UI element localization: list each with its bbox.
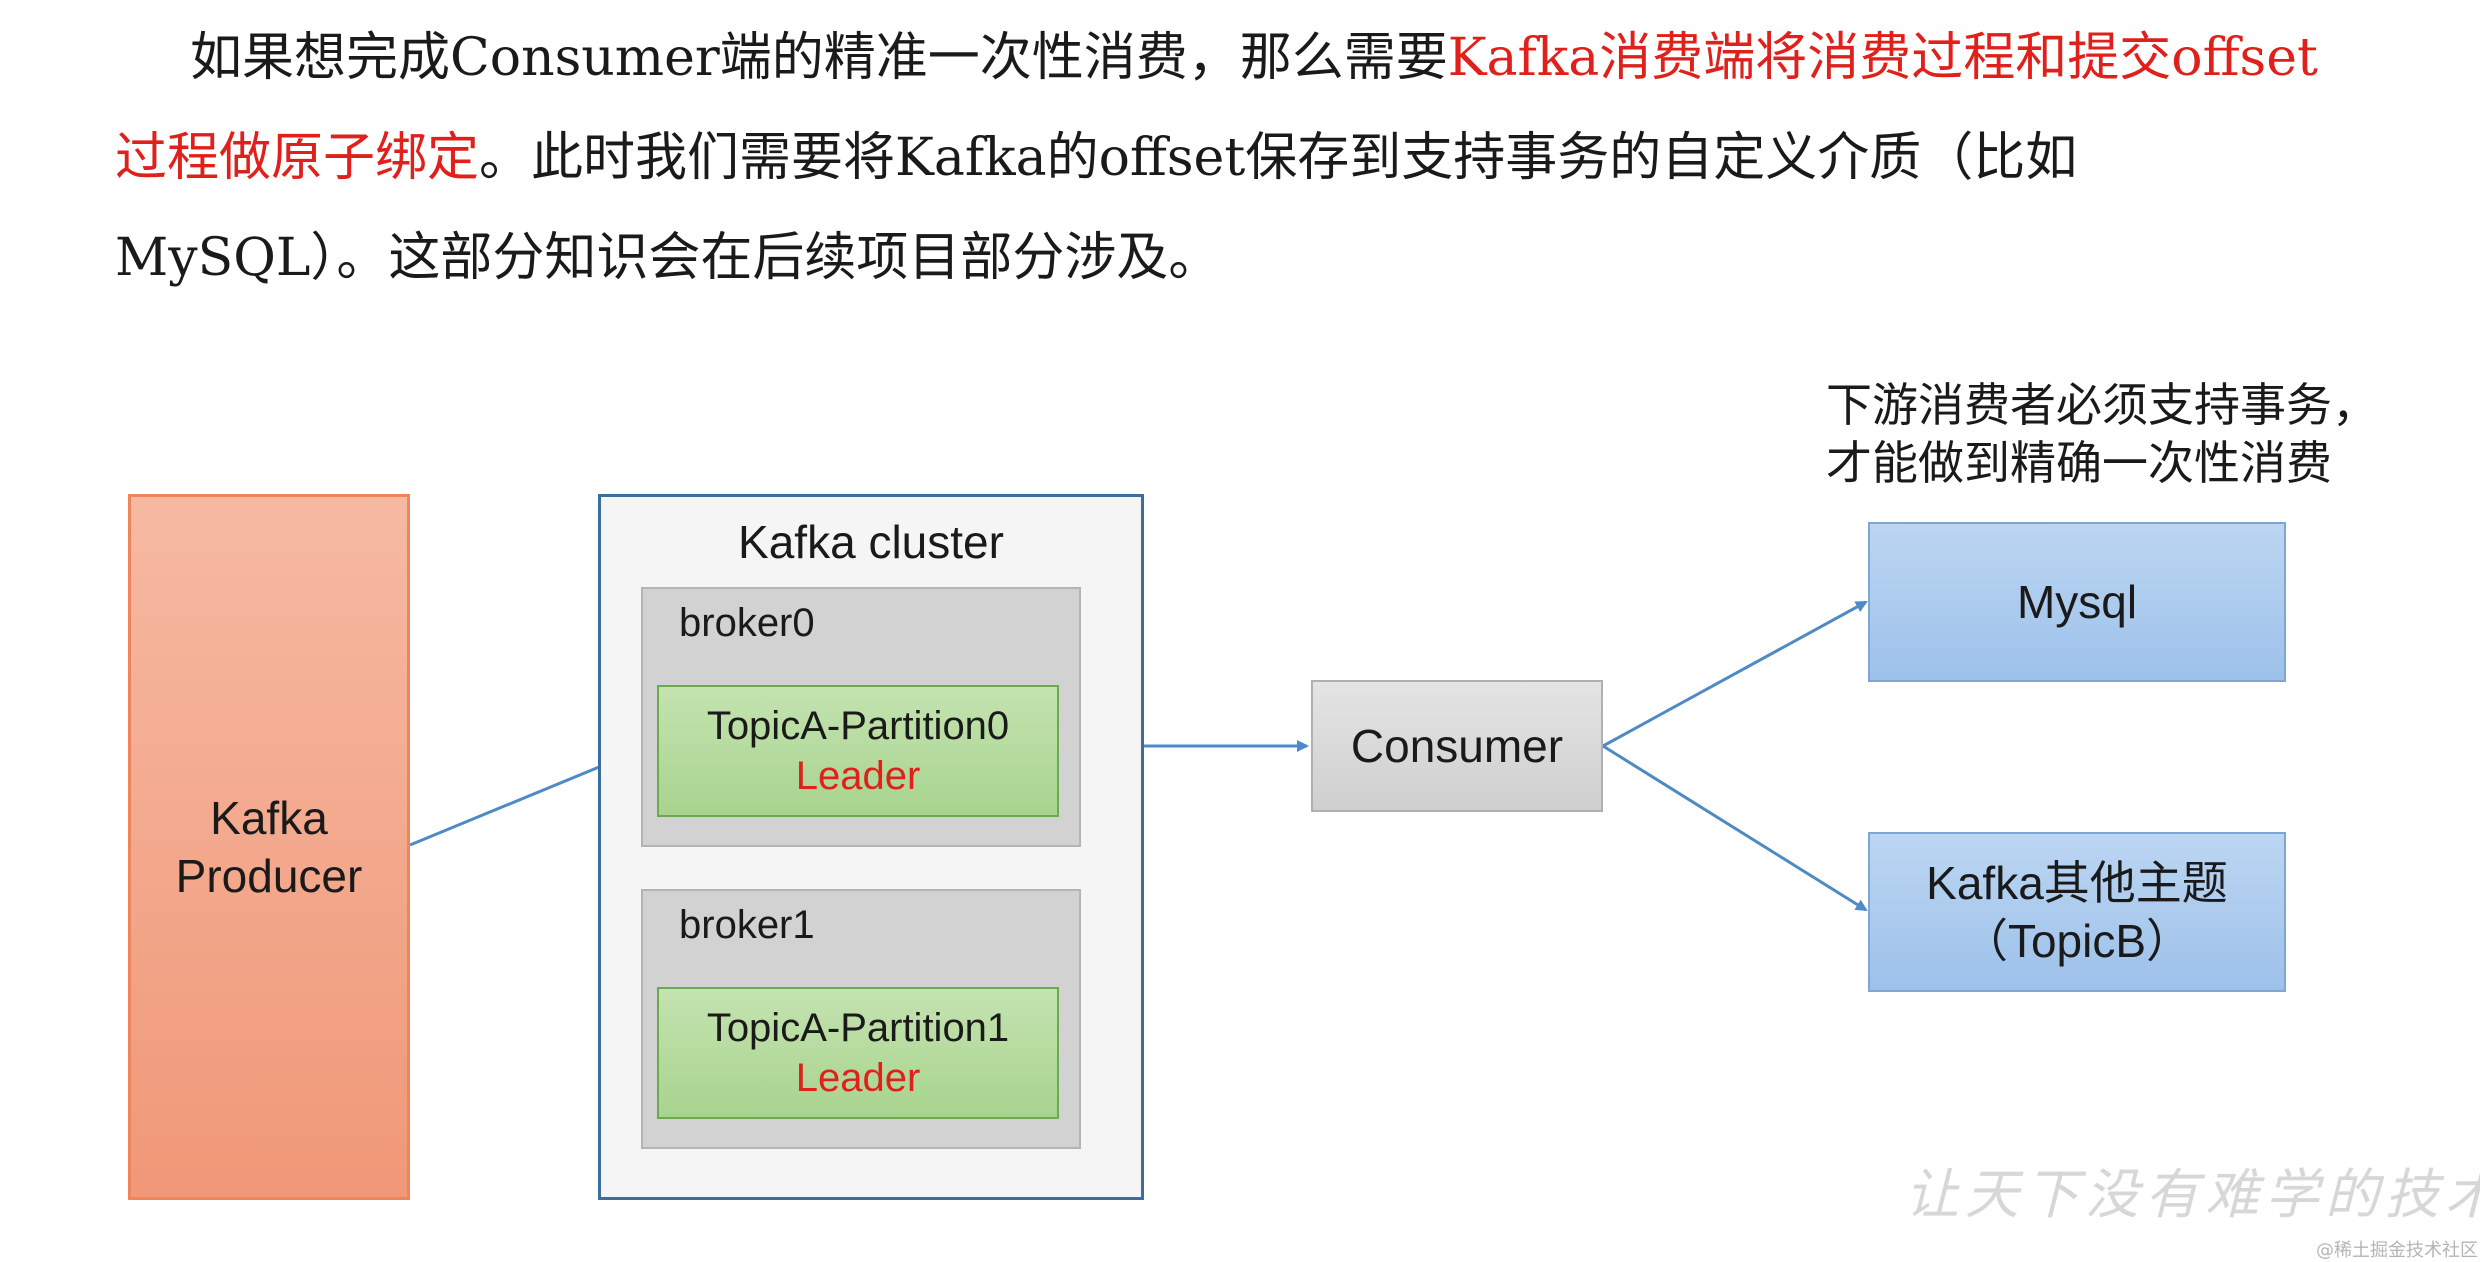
broker-box: broker0 TopicA-Partition0 Leader (641, 587, 1081, 847)
cluster-title: Kafka cluster (738, 516, 1004, 568)
note-line2: 才能做到精确一次性消费 (1826, 436, 2332, 490)
producer-label-line1: Kafka (210, 792, 328, 844)
paragraph-text: 。此时我们需要将Kafka的offset保存到支持事务的自定义介质（比如 (479, 128, 2078, 188)
paragraph-line-1: 如果想完成Consumer端的精准一次性消费，那么需要Kafka消费端将消费过程… (115, 8, 2375, 108)
consumer-box: Consumer (1311, 680, 1603, 812)
other-topic-box: Kafka其他主题 （TopicB） (1868, 832, 2286, 992)
broker-box: broker1 TopicA-Partition1 Leader (641, 889, 1081, 1149)
watermark-text: 让天下没有难学的技术 (1905, 1163, 2480, 1226)
leader-label: Leader (795, 1056, 921, 1100)
other-topic-label-line1: Kafka其他主题 (1926, 857, 2228, 909)
broker-label: broker1 (679, 903, 815, 947)
paragraph-text: MySQL）。这部分知识会在后续项目部分涉及。 (115, 228, 1221, 288)
highlight-text: 过程做原子绑定 (115, 128, 480, 188)
partition-label: TopicA-Partition0 (706, 704, 1010, 748)
consumer-label: Consumer (1350, 720, 1564, 772)
paragraph-line-3: MySQL）。这部分知识会在后续项目部分涉及。 (115, 208, 2375, 308)
arrow-consumer-to-mysql (1602, 600, 1868, 748)
credit-text: @稀土掘金技术社区 (2316, 1240, 2478, 1261)
partition-label: TopicA-Partition1 (706, 1006, 1010, 1050)
downstream-note: 下游消费者必须支持事务， 才能做到精确一次性消费 (1826, 376, 2378, 492)
paragraph-text: 如果想完成Consumer端的精准一次性消费，那么需要 (190, 28, 1448, 88)
other-topic-label-line2: （TopicB） (1961, 915, 2193, 967)
intro-paragraph: 如果想完成Consumer端的精准一次性消费，那么需要Kafka消费端将消费过程… (115, 8, 2375, 308)
partition-box: TopicA-Partition0 Leader (657, 685, 1059, 817)
partition-box: TopicA-Partition1 Leader (657, 987, 1059, 1119)
mysql-label: Mysql (2016, 576, 2138, 628)
highlight-text: Kafka消费端将消费过程和提交offset (1447, 28, 2318, 88)
arrow-consumer-to-topicb (1602, 744, 1868, 912)
kafka-producer-box: Kafka Producer (128, 494, 410, 1200)
producer-label-line2: Producer (175, 850, 363, 902)
mysql-box: Mysql (1868, 522, 2286, 682)
kafka-cluster-box: Kafka cluster broker0 TopicA-Partition0 … (598, 494, 1144, 1200)
note-line1: 下游消费者必须支持事务， (1826, 378, 2378, 432)
broker-label: broker0 (679, 601, 815, 645)
paragraph-line-2: 过程做原子绑定。此时我们需要将Kafka的offset保存到支持事务的自定义介质… (115, 108, 2375, 208)
leader-label: Leader (795, 754, 921, 798)
